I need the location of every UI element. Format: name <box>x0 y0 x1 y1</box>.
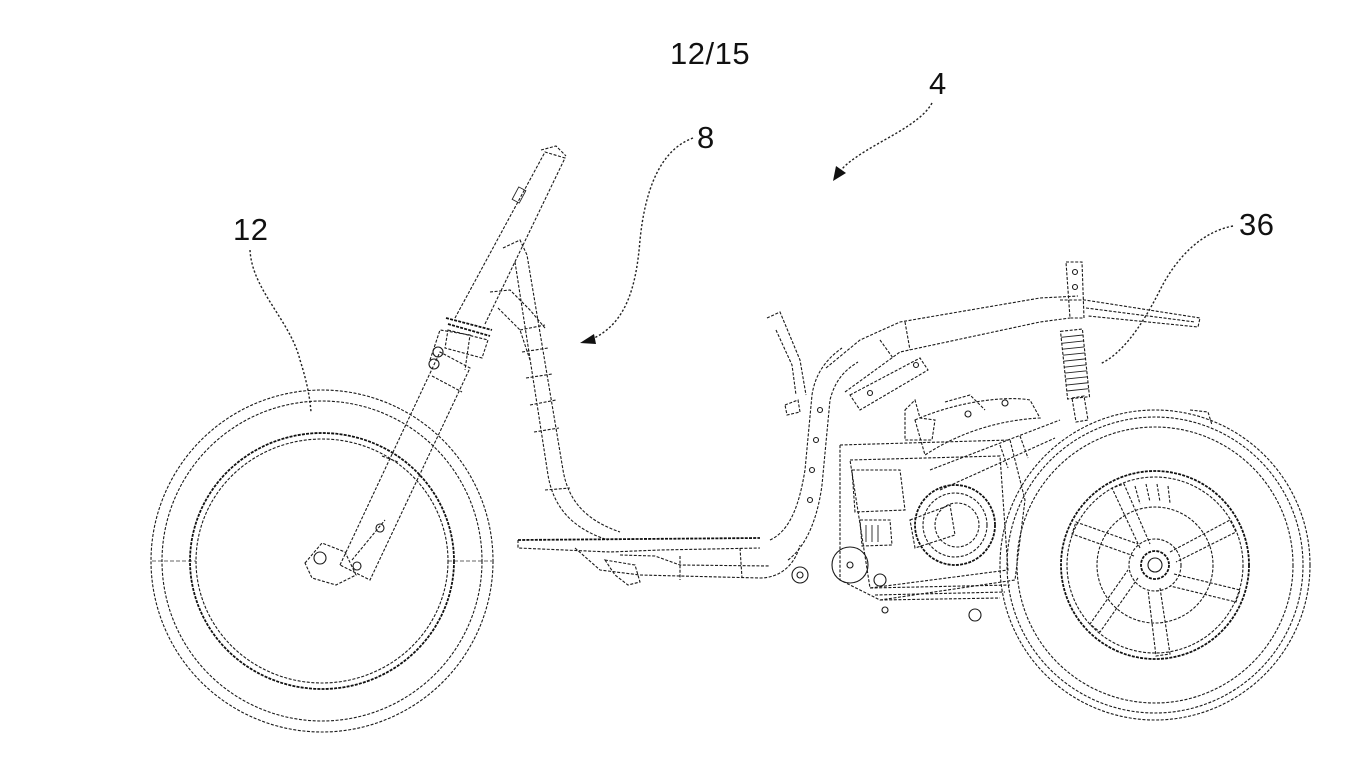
reference-numeral-rear-suspension: 36 <box>1239 207 1275 242</box>
rear-wheel <box>999 409 1311 721</box>
rear-suspension <box>1059 328 1091 423</box>
reference-numeral-vehicle: 4 <box>929 66 947 101</box>
front-fork <box>304 329 471 586</box>
reference-numeral-frame: 8 <box>697 120 715 155</box>
sheet-number: 12/15 <box>670 36 751 71</box>
steering-column <box>444 145 567 359</box>
reference-numeral-front-wheel: 12 <box>233 212 269 247</box>
leader-line-rear-suspension <box>1099 225 1234 365</box>
leader-line-front-wheel <box>249 249 312 413</box>
main-frame <box>489 239 1201 586</box>
rear-wheel-spokes <box>1071 483 1241 657</box>
engine-unit <box>831 394 1026 622</box>
leader-line-frame <box>580 137 694 344</box>
front-wheel <box>150 389 494 733</box>
leader-line-vehicle <box>833 102 933 181</box>
